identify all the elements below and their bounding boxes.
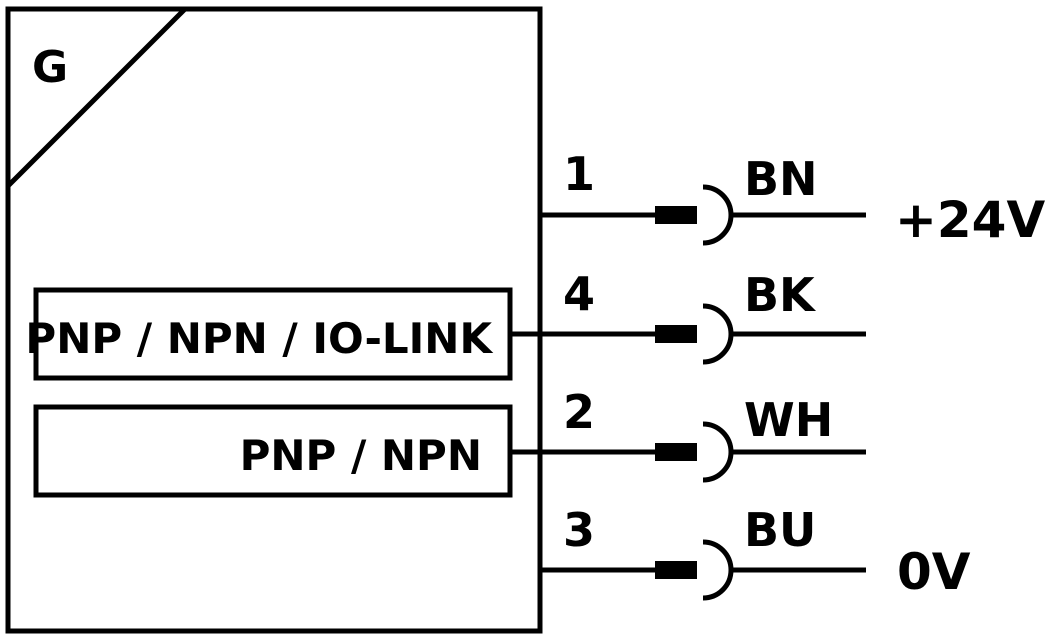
pin-row-2: 2 WH [510,385,866,483]
pin-row-3: 3 BU 0V [540,503,971,601]
pin-1-plug [655,206,697,224]
pin-row-1: 1 BN +24V [540,147,1045,249]
pin-1-signal: +24V [895,191,1045,249]
pin-3-color: BU [744,503,816,557]
pin-4-number: 4 [563,267,595,321]
pin-3-socket [702,539,734,601]
device-symbol: G [32,42,68,93]
pin-4-plug [655,325,697,343]
pin-2-plug [655,443,697,461]
pin-4-socket [702,303,734,365]
pin-2-socket [702,421,734,483]
pin-3-plug [655,561,697,579]
device-housing: G [5,6,543,634]
pin-3-number: 3 [563,503,595,557]
pin-3-signal: 0V [897,543,971,601]
pin-1-socket [702,184,734,246]
output-box-1: PNP / NPN / IO-LINK [25,287,513,381]
pin-2-color: WH [744,393,833,447]
output-label-2: PNP / NPN [240,431,482,480]
pin-1-number: 1 [563,147,595,201]
output-label-1: PNP / NPN / IO-LINK [25,314,493,363]
pin-2-number: 2 [563,385,595,439]
pin-1-color: BN [744,152,818,206]
pin-row-4: 4 BK [510,267,866,365]
output-box-2: PNP / NPN [33,404,513,498]
pin-4-color: BK [744,268,817,322]
